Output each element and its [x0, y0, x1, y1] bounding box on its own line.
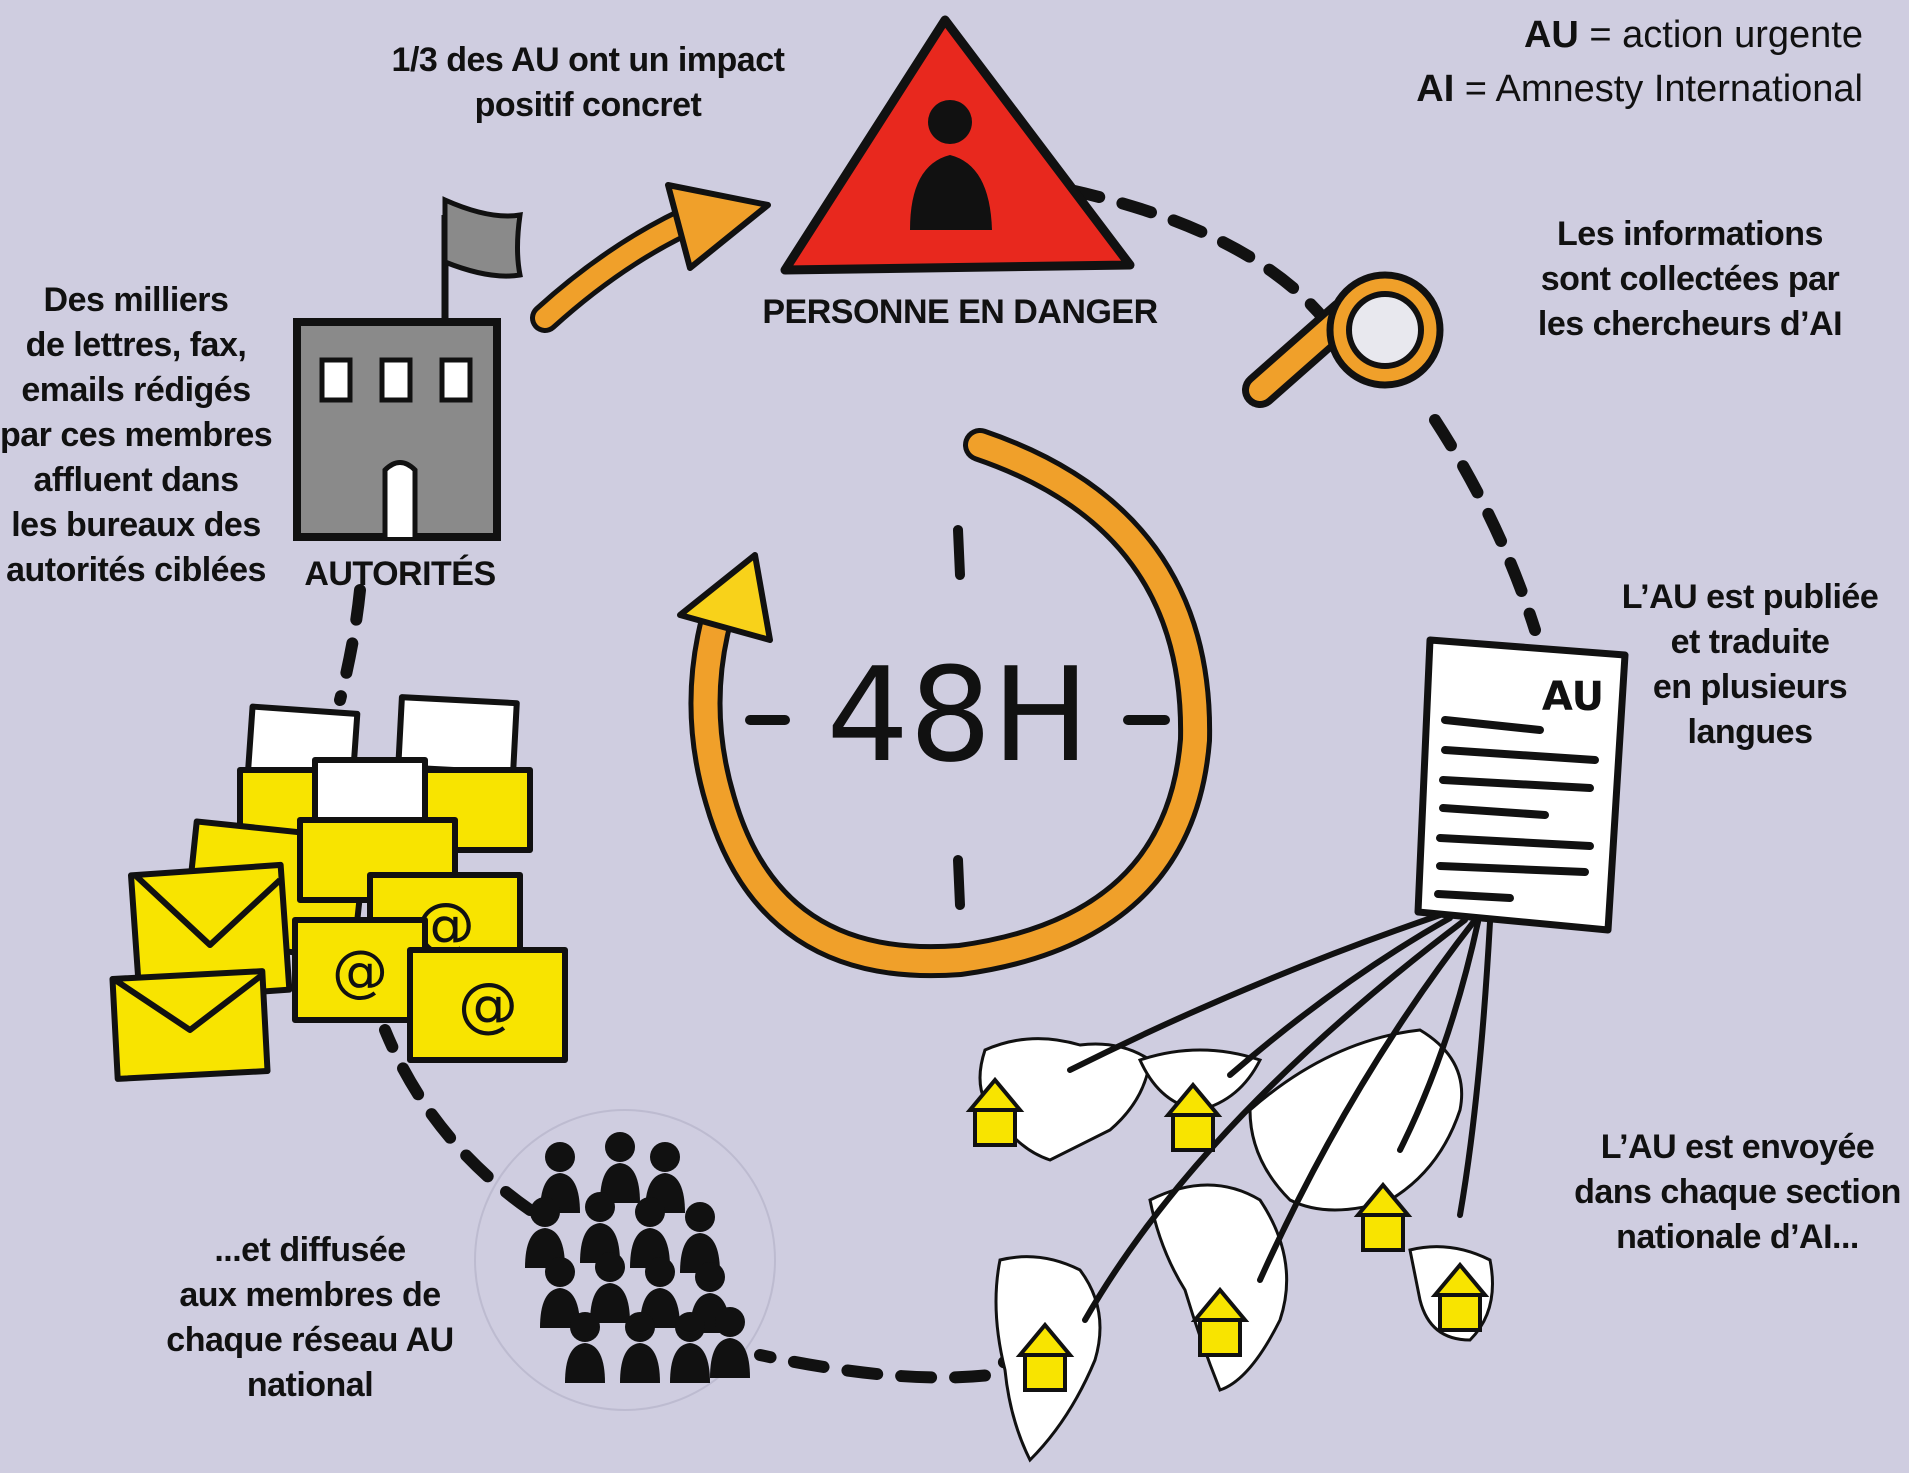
diffused-label: ...et diffusée aux membres de chaque rés… — [166, 1231, 454, 1404]
impact-arrow-icon — [530, 182, 771, 333]
authorities-label: AUTORITÉS — [304, 555, 496, 593]
person-icon — [565, 1312, 605, 1383]
person-icon — [580, 1192, 620, 1263]
warning-triangle-icon — [780, 15, 1135, 275]
house-icon — [965, 1076, 1025, 1147]
research-label: Les informations sont collectées par les… — [1537, 215, 1843, 343]
house-icon — [1163, 1081, 1223, 1152]
distribution-arrows — [1067, 912, 1493, 1323]
crowd-icon — [474, 1109, 776, 1411]
sent-label: L’AU est envoyée dans chaque section nat… — [1574, 1128, 1901, 1256]
at-sign-icon: @ — [292, 917, 428, 1023]
house-icon — [1430, 1261, 1490, 1332]
at-sign-icon: @ — [407, 947, 568, 1063]
legend-row: AU = action urgente — [1523, 14, 1863, 56]
person-icon — [620, 1312, 660, 1383]
person-icon — [680, 1202, 720, 1273]
mail-pile: @ @ @ — [109, 694, 568, 1082]
person-icon — [630, 1197, 670, 1268]
letters-label: Des milliers de lettres, fax, emails réd… — [0, 281, 273, 589]
house-icons — [965, 1076, 1490, 1392]
document-label: AU — [1542, 674, 1604, 720]
person-icon — [540, 1257, 580, 1328]
flag-icon — [442, 196, 523, 279]
document-icon: AU — [1414, 636, 1629, 934]
legend-row: AI = Amnesty International — [1416, 68, 1863, 110]
house-icon — [1190, 1286, 1250, 1357]
svg-text:@: @ — [332, 939, 388, 1004]
person-icon — [670, 1312, 710, 1383]
world-map-icon — [978, 1028, 1494, 1463]
impact-label: 1/3 des AU ont un impact positif concret — [391, 41, 785, 124]
person-icon — [600, 1132, 640, 1203]
house-icon — [1353, 1181, 1413, 1252]
house-icon — [1015, 1321, 1075, 1392]
magnifying-glass-icon — [1242, 271, 1444, 408]
person-icon — [910, 100, 992, 230]
person-icon — [710, 1307, 750, 1378]
center-48h-label: 48H — [826, 639, 1089, 791]
person-in-danger-label: PERSONNE EN DANGER — [762, 293, 1158, 331]
cycle-arrow-icon: 48H — [677, 428, 1213, 979]
envelope-icon — [109, 968, 271, 1082]
svg-text:@: @ — [458, 970, 518, 1040]
published-label: L’AU est publiée et traduite en plusieur… — [1621, 578, 1879, 751]
person-icon — [590, 1252, 630, 1323]
legend: AU = action urgente AI = Amnesty Interna… — [1416, 8, 1863, 116]
building-icon — [293, 196, 523, 541]
